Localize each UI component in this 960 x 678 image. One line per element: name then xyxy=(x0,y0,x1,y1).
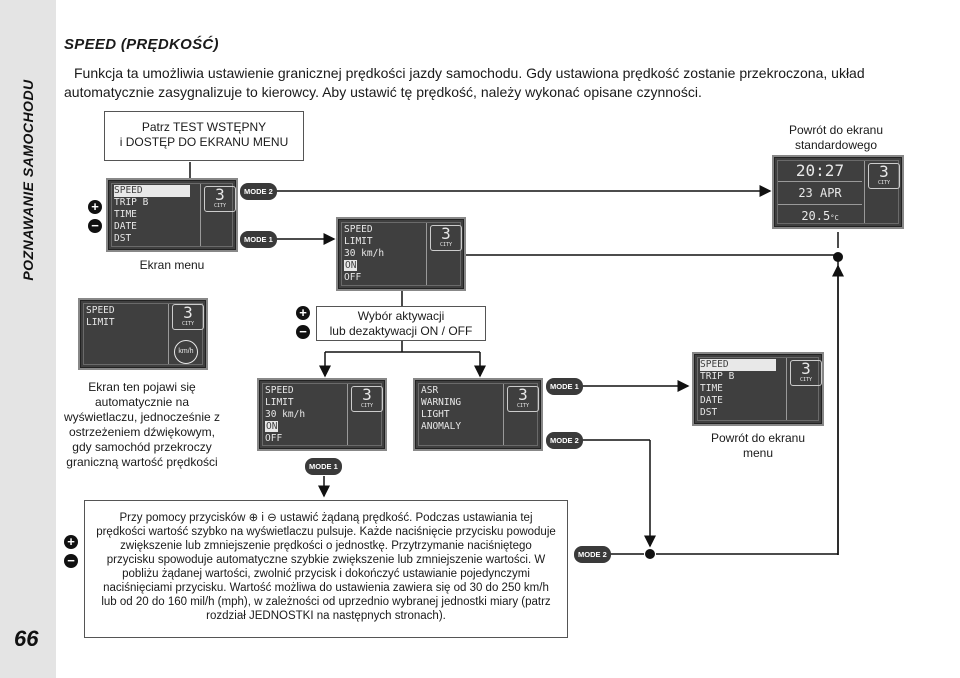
lcd-line: LIMIT xyxy=(344,236,373,247)
mode1-button[interactable]: MODE 1 xyxy=(546,378,583,395)
menu-item: TRIP B xyxy=(700,371,735,382)
lcd-line: ASR xyxy=(421,385,439,396)
choice-line-1: Wybór aktywacji xyxy=(357,309,445,323)
mode2-button[interactable]: MODE 2 xyxy=(240,183,277,200)
plus-icon: + xyxy=(88,200,102,214)
temperature-unit: °C xyxy=(830,214,839,222)
on-option: ON xyxy=(344,260,358,271)
start-instruction-box: Patrz TEST WSTĘPNY i DOSTĘP DO EKRANU ME… xyxy=(104,111,304,161)
return-menu-caption: Powrót do ekranu menu xyxy=(710,431,806,460)
lcd-line: 30 km/h xyxy=(265,409,306,420)
date-display: 23 APR xyxy=(778,182,862,205)
mode1-button[interactable]: MODE 1 xyxy=(240,231,277,248)
lcd-line: LIMIT xyxy=(265,397,294,408)
side-strip xyxy=(0,0,56,678)
menu-item: TIME xyxy=(700,383,723,394)
lcd-line: SPEED xyxy=(265,385,294,396)
lcd-line: SPEED xyxy=(86,305,115,316)
on-off-choice-box: Wybór aktywacji lub dezaktywacji ON / OF… xyxy=(316,306,486,341)
menu-item: DATE xyxy=(700,395,723,406)
speed-setting-instructions: Przy pomocy przycisków ⊕ i ⊖ ustawić żąd… xyxy=(84,500,568,638)
plus-icon: + xyxy=(64,535,78,549)
page-heading: SPEED (PRĘDKOŚĆ) xyxy=(64,36,219,53)
lcd-line: 30 km/h xyxy=(344,248,385,259)
menu-item: DATE xyxy=(114,221,137,232)
lcd-line: LIGHT xyxy=(421,409,450,420)
instruction-text: Przy pomocy przycisków ⊕ i ⊖ ustawić żąd… xyxy=(96,512,556,622)
on-option: ON xyxy=(265,421,279,432)
off-option: OFF xyxy=(344,272,362,283)
clock-display: 20:27 xyxy=(778,161,862,182)
menu-item-selected: SPEED xyxy=(114,185,190,197)
minus-icon: − xyxy=(296,325,310,339)
start-line-2: i DOSTĘP DO EKRANU MENU xyxy=(119,135,289,149)
lcd-line: LIMIT xyxy=(86,317,115,328)
minus-icon: − xyxy=(88,219,102,233)
speed-limit-icon: km/h xyxy=(174,340,198,364)
off-option: OFF xyxy=(265,433,283,444)
choice-line-2: lub dezaktywacji ON / OFF xyxy=(329,324,473,338)
lcd-line: WARNING xyxy=(421,397,462,408)
mode2-button[interactable]: MODE 2 xyxy=(574,546,611,563)
menu-list: SPEED TRIP B TIME DATE DST xyxy=(114,185,190,245)
temperature-display: 20.5 xyxy=(801,209,831,223)
menu-item-selected: SPEED xyxy=(700,359,776,371)
auto-screen-caption: Ekran ten pojawi się automatycznie na wy… xyxy=(63,380,221,469)
plus-icon: + xyxy=(296,306,310,320)
mode2-button[interactable]: MODE 2 xyxy=(546,432,583,449)
menu-item: DST xyxy=(114,233,132,244)
lcd-line: ANOMALY xyxy=(421,421,462,432)
menu-screen-caption: Ekran menu xyxy=(139,258,205,272)
lcd-line: SPEED xyxy=(344,224,373,235)
page-number: 66 xyxy=(14,626,39,651)
menu-item: TRIP B xyxy=(114,197,149,208)
return-standard-caption: Powrót do ekranu standardowego xyxy=(788,123,884,152)
start-line-1: Patrz TEST WSTĘPNY xyxy=(141,120,267,134)
minus-icon: − xyxy=(64,554,78,568)
intro-paragraph: Funkcja ta umożliwia ustawienie graniczn… xyxy=(64,65,865,100)
mode1-button[interactable]: MODE 1 xyxy=(305,458,342,475)
menu-item: TIME xyxy=(114,209,137,220)
menu-item: DST xyxy=(700,407,718,418)
